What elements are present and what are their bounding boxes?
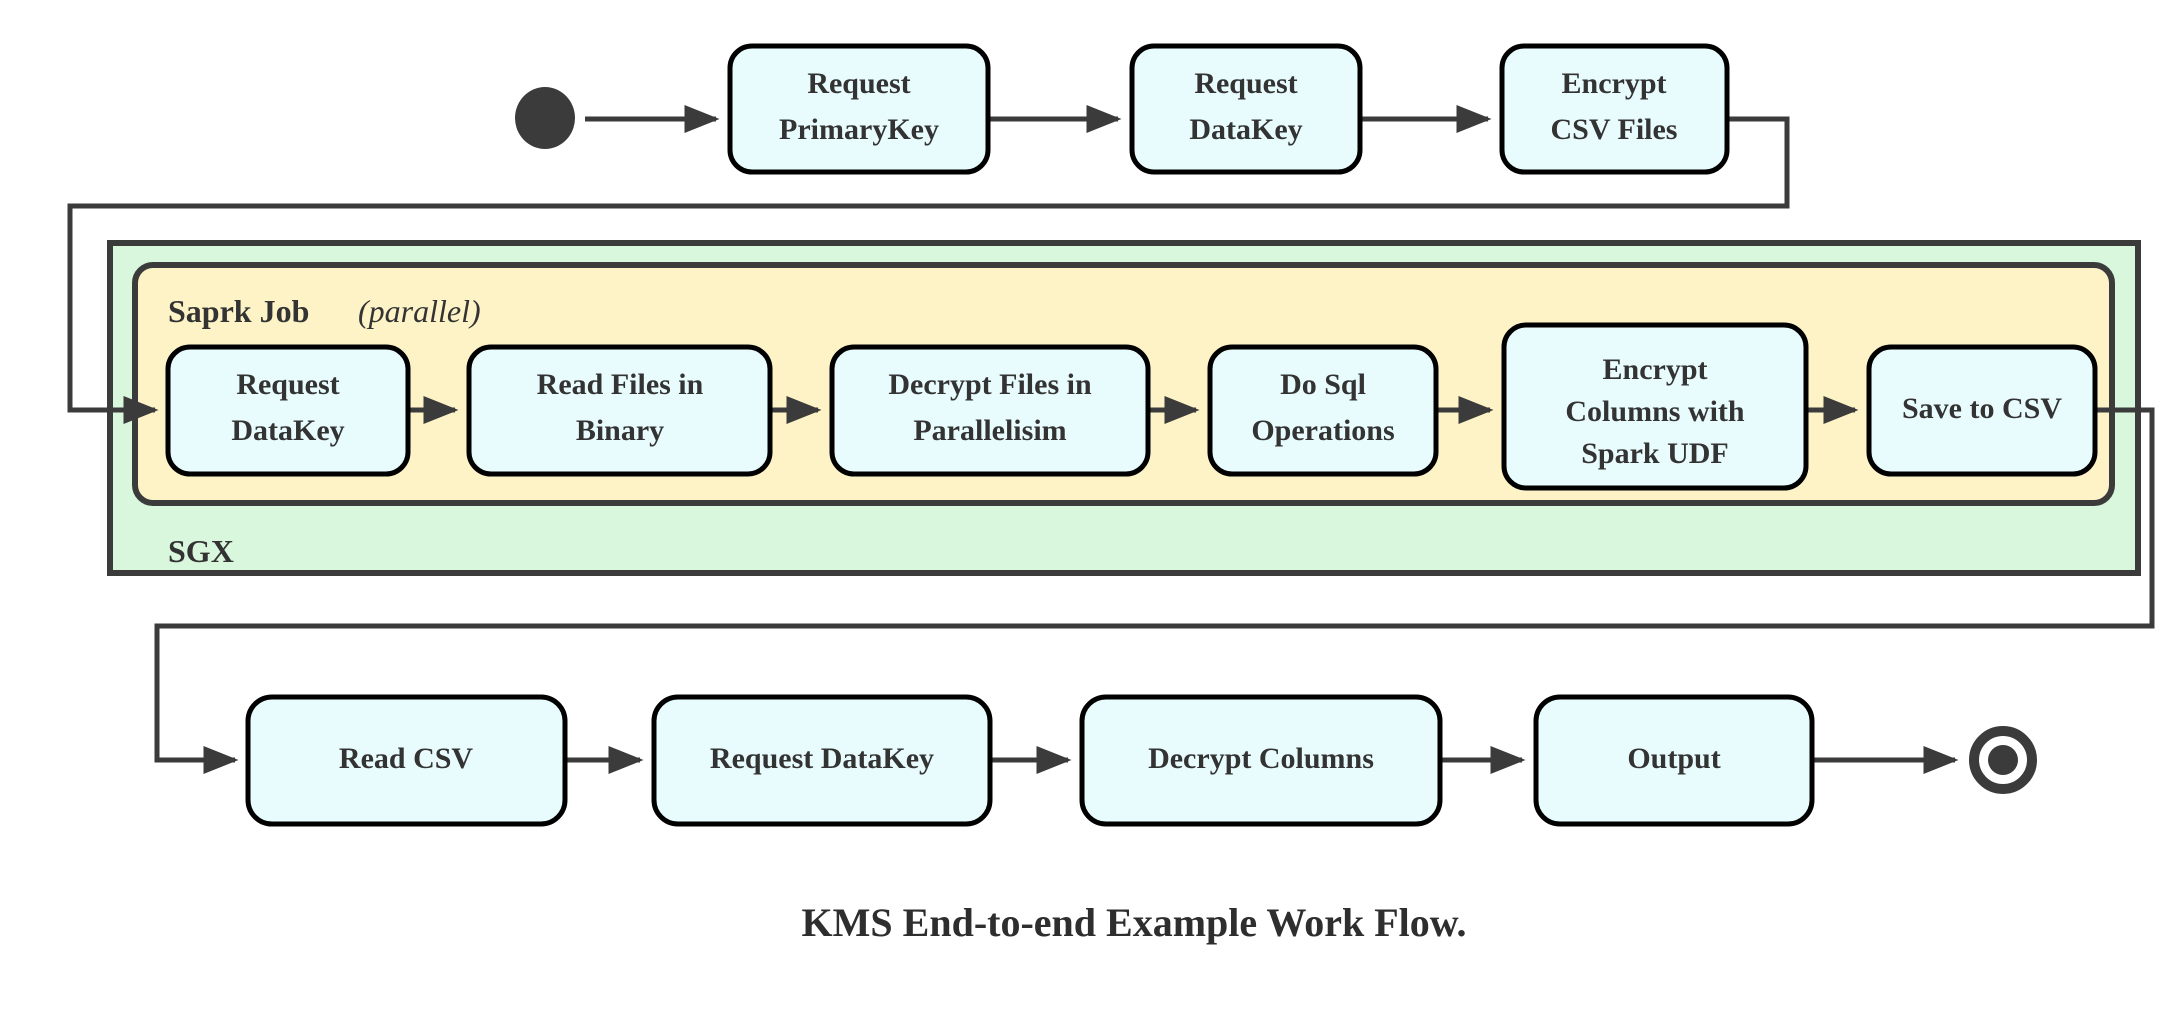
- node-request-datakey-bottom-label: Request DataKey: [710, 742, 934, 775]
- node-read-files-in-binary-line2: Binary: [576, 414, 664, 447]
- node-request-primarykey-line2: PrimaryKey: [779, 113, 939, 146]
- node-read-csv[interactable]: Read CSV: [245, 694, 568, 827]
- node-encrypt-columns-spark-udf-line3: Spark UDF: [1581, 437, 1729, 470]
- group-spark-job-sublabel: (parallel): [358, 293, 481, 329]
- node-save-to-csv[interactable]: Save to CSV: [1866, 344, 2098, 477]
- node-decrypt-columns-box[interactable]: [1079, 694, 1443, 827]
- node-request-datakey-bottom[interactable]: Request DataKey: [651, 694, 993, 827]
- node-encrypt-csv-files[interactable]: Encrypt CSV Files: [1499, 43, 1730, 175]
- node-read-csv-label: Read CSV: [339, 742, 474, 775]
- node-request-primarykey-line1: Request: [807, 67, 910, 100]
- start-node: [515, 87, 575, 149]
- node-request-primarykey-box[interactable]: [727, 43, 991, 175]
- node-encrypt-csv-files-line2: CSV Files: [1551, 113, 1678, 146]
- node-encrypt-csv-files-box[interactable]: [1499, 43, 1730, 175]
- node-encrypt-csv-files-line1: Encrypt: [1562, 67, 1667, 100]
- node-read-files-in-binary-box[interactable]: [466, 344, 773, 477]
- node-request-datakey-spark-box[interactable]: [165, 344, 411, 477]
- end-node-dot: [1988, 745, 2018, 775]
- node-read-files-in-binary[interactable]: Read Files in Binary: [466, 344, 773, 477]
- node-encrypt-columns-spark-udf-line2: Columns with: [1565, 395, 1745, 428]
- node-encrypt-columns-spark-udf-box[interactable]: [1501, 322, 1809, 491]
- group-spark-job-label: Saprk Job: [168, 293, 309, 329]
- group-sgx-label: SGX: [168, 533, 234, 569]
- node-decrypt-columns[interactable]: Decrypt Columns: [1079, 694, 1443, 827]
- node-request-datakey-top-line1: Request: [1194, 67, 1297, 100]
- node-request-datakey-spark-line1: Request: [236, 368, 339, 401]
- node-output[interactable]: Output: [1533, 694, 1815, 827]
- node-do-sql-operations[interactable]: Do Sql Operations: [1207, 344, 1439, 477]
- node-read-files-in-binary-line1: Read Files in: [537, 368, 704, 401]
- node-do-sql-operations-line1: Do Sql: [1280, 368, 1366, 401]
- node-read-csv-box[interactable]: [245, 694, 568, 827]
- node-decrypt-files-parallel-box[interactable]: [829, 344, 1151, 477]
- node-decrypt-files-parallel-line2: Parallelisim: [913, 414, 1066, 447]
- node-do-sql-operations-box[interactable]: [1207, 344, 1439, 477]
- edge-save-csv-to-read-csv: [154, 407, 2155, 774]
- node-request-primarykey[interactable]: Request PrimaryKey: [727, 43, 991, 175]
- node-save-to-csv-label: Save to CSV: [1902, 392, 2062, 425]
- node-output-label: Output: [1627, 742, 1720, 775]
- node-request-datakey-spark-line2: DataKey: [231, 414, 344, 447]
- diagram-caption: KMS End-to-end Example Work Flow.: [802, 900, 1467, 945]
- node-save-to-csv-box[interactable]: [1866, 344, 2098, 477]
- node-encrypt-columns-spark-udf[interactable]: Encrypt Columns with Spark UDF: [1501, 322, 1809, 491]
- edge-encrypt-csv-to-spark-datakey: [67, 116, 1790, 424]
- node-decrypt-files-parallel[interactable]: Decrypt Files in Parallelisim: [829, 344, 1151, 477]
- node-decrypt-columns-label: Decrypt Columns: [1148, 742, 1374, 775]
- node-decrypt-files-parallel-line1: Decrypt Files in: [888, 368, 1092, 401]
- node-do-sql-operations-line2: Operations: [1251, 414, 1394, 447]
- node-encrypt-columns-spark-udf-line1: Encrypt: [1603, 353, 1708, 386]
- node-request-datakey-spark[interactable]: Request DataKey: [165, 344, 411, 477]
- node-output-box[interactable]: [1533, 694, 1815, 827]
- node-request-datakey-top[interactable]: Request DataKey: [1129, 43, 1363, 175]
- node-request-datakey-bottom-box[interactable]: [651, 694, 993, 827]
- node-request-datakey-top-box[interactable]: [1129, 43, 1363, 175]
- node-request-datakey-top-line2: DataKey: [1189, 113, 1302, 146]
